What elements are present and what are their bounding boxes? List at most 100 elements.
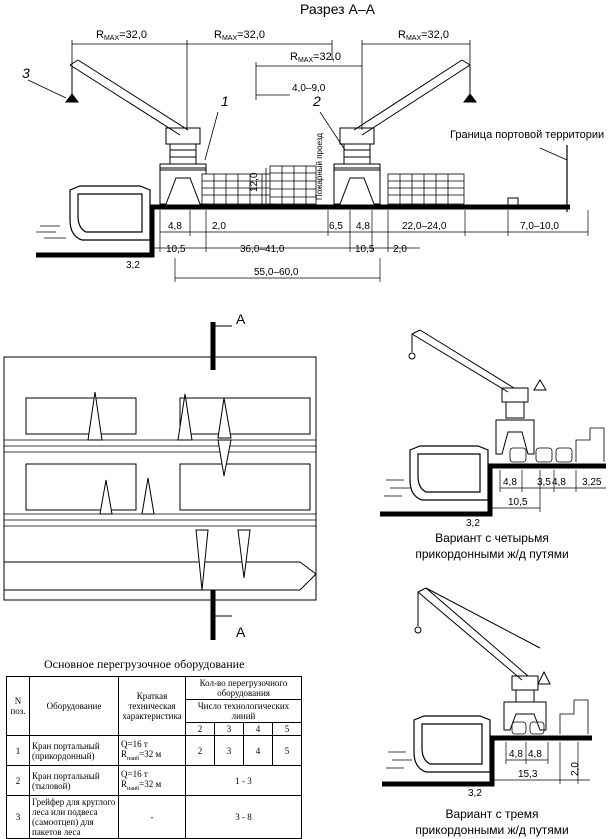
variant3-caption-line2: прикордонными ж/д путями	[415, 823, 569, 837]
table-row: 3 Грейфер для круглого леса или подвеса …	[6, 795, 302, 839]
dim-55-60: 55,0–60,0	[254, 267, 299, 278]
v4-dim-3-25: 3,25	[582, 477, 602, 488]
callout-1-leader	[204, 111, 219, 161]
v3-dim-4-8-b: 4,8	[528, 749, 542, 760]
dim-3-2: 3,2	[126, 260, 140, 271]
variant3-crane	[414, 587, 551, 731]
water-hatching-top	[36, 225, 66, 239]
dim-22-24: 22,0–24,0	[402, 221, 447, 232]
dim-6-5: 6,5	[329, 221, 343, 232]
v4-dim-10-5: 10,5	[508, 497, 528, 508]
variant4-crane	[408, 329, 547, 455]
row2-spec-r: R	[121, 779, 128, 790]
row1-equipment: Кран портальный (прикордонный)	[29, 735, 119, 766]
quay-profile-top	[36, 204, 570, 258]
line-3: 3	[213, 722, 244, 736]
rmax-label-1: RMAX=32,0	[96, 29, 147, 42]
header-count: Кол-во перегрузочного оборудования	[185, 676, 302, 700]
row1-spec-rsub: наиб	[127, 755, 140, 762]
line-5: 5	[271, 722, 303, 736]
variant4-caption-line2: прикордонными ж/д путями	[415, 547, 569, 561]
row1-c2: 2	[185, 735, 215, 766]
line-4: 4	[242, 722, 273, 736]
variant4-caption: Вариант с четырьмя прикордонными ж/д пут…	[392, 530, 592, 562]
dim-10-5-a: 10,5	[166, 244, 186, 255]
row1-c5: 5	[271, 735, 303, 766]
row2-equipment: Кран портальный (тыловой)	[29, 765, 119, 796]
callout-3: 3	[22, 65, 30, 81]
timber-stacks-left	[201, 165, 317, 205]
row3-n: 3	[6, 795, 30, 839]
v4-dim-3-5: 3,5	[537, 477, 551, 488]
variant4-quay	[380, 463, 606, 517]
row2-spec-q: Q=16 т	[121, 769, 148, 780]
variant3-quay	[382, 735, 592, 787]
dim-7-10: 7,0–10,0	[520, 221, 559, 232]
row1-c3: 3	[213, 735, 244, 766]
line-2: 2	[185, 722, 215, 736]
callout-2: 2	[312, 93, 321, 109]
row1-spec-rval: =32 м	[139, 749, 162, 760]
variant3-wagons	[511, 699, 589, 735]
dim-36-41: 36,0–41,0	[240, 244, 285, 255]
header-equipment: Оборудование	[29, 676, 119, 736]
table-title: Основное перегрузочное оборудование	[44, 657, 245, 671]
plan-view	[3, 356, 317, 601]
variant4-dimensions	[490, 470, 606, 512]
section-mark-bottom: А	[236, 624, 246, 640]
portal-crane-2	[333, 59, 477, 205]
boundary-leader	[539, 147, 568, 161]
rail-height-dimension: 4,0–9,0	[292, 83, 326, 94]
header-lines: Число технологических линий	[185, 699, 302, 723]
equipment-table: N поз. Оборудование Краткая техническая …	[6, 676, 303, 839]
row2-n: 2	[6, 765, 30, 796]
header-spec: Краткая техническая характеристика	[118, 676, 186, 736]
variant4-water	[384, 479, 410, 497]
dim-2-0-b: 2,0	[393, 244, 407, 255]
callout-1: 1	[221, 93, 229, 109]
rmax-label-4: RMAX=32,0	[398, 29, 449, 42]
variant3-ship	[413, 715, 491, 773]
dim-2-0-a: 2,0	[212, 221, 226, 232]
v3-dim-3-2: 3,2	[468, 788, 482, 799]
variant4-caption-line1: Вариант с четырьмя	[435, 531, 549, 545]
row2-spec-rsub: наиб	[127, 785, 140, 792]
header-n: N поз.	[6, 676, 30, 736]
section-title: Разрез А–А	[300, 1, 376, 17]
v4-dim-3-2: 3,2	[466, 518, 480, 529]
timber-stacks-right	[387, 173, 465, 205]
variant4-ship	[409, 445, 489, 501]
v4-dim-4-8-b: 4,8	[552, 477, 566, 488]
row1-n: 1	[6, 735, 30, 766]
v3-dim-4-8-a: 4,8	[509, 749, 523, 760]
dim-4-8-b: 4,8	[356, 221, 370, 232]
rmax-label-3: RMAX=32,0	[290, 51, 341, 64]
row3-count: 3 - 8	[185, 795, 302, 839]
variant3-caption-line1: Вариант с тремя	[445, 807, 539, 821]
v3-dim-2-0: 2,0	[570, 762, 581, 776]
row2-spec-rval: =32 м	[139, 779, 162, 790]
rmax-label-2: RMAX=32,0	[214, 29, 265, 42]
variant4-wagons	[509, 427, 605, 463]
fire-lane-label: Пожарный проезд	[315, 133, 324, 200]
stack-height-dimension: 12,0	[249, 172, 260, 192]
callout-3-leader	[27, 79, 67, 99]
row3-equipment: Грейфер для круглого леса или подвеса (с…	[29, 795, 119, 839]
dim-10-5-b: 10,5	[355, 244, 375, 255]
portal-crane-1	[65, 59, 207, 205]
boundary-label: Граница портовой территории	[450, 129, 604, 141]
row1-c4: 4	[242, 735, 273, 766]
section-mark-top: А	[236, 311, 246, 327]
row1-spec-r: R	[121, 749, 128, 760]
row1-spec-q: Q=16 т	[121, 739, 148, 750]
row3-spec: -	[118, 795, 186, 839]
variant3-dimensions	[492, 742, 590, 784]
variant3-caption: Вариант с тремя прикордонными ж/д путями	[392, 806, 592, 838]
dimension-chain-top	[152, 210, 589, 282]
v3-dim-15-3: 15,3	[518, 769, 538, 780]
dim-4-8-a: 4,8	[168, 221, 182, 232]
